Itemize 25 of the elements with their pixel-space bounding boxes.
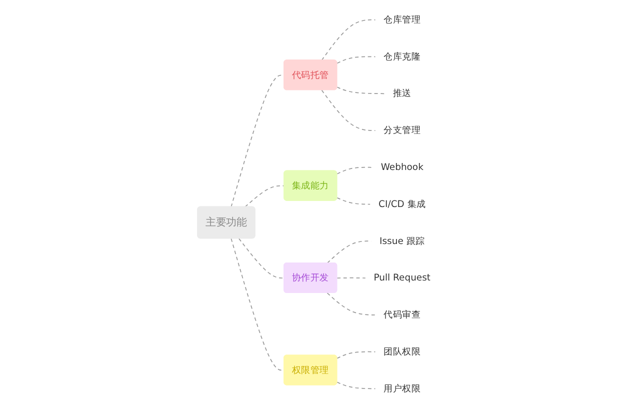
connector [336,277,366,278]
connector [336,86,386,94]
node-text: 仓库克隆 [384,50,421,62]
connector [336,56,376,64]
connector [321,90,376,131]
connector [244,185,285,208]
node-text: 团队权限 [384,346,421,357]
connector [326,292,376,316]
node-text: Pull Request [374,272,431,283]
connector [336,351,376,359]
node-text: 代码审查 [384,308,421,320]
node-text: 分支管理 [384,124,421,136]
node-text: 推送 [392,88,412,99]
node-text: Webhook [380,161,424,172]
connector [336,382,376,390]
connector [321,19,376,61]
node-text: 用户权限 [384,382,421,394]
node-text: Issue 跟踪 [380,235,425,246]
connector [336,197,372,205]
node-text: 仓库管理 [384,14,421,25]
node-text: CI/CD 集成 [378,198,426,210]
connector [230,74,285,208]
connector [336,166,374,174]
connector [238,238,285,278]
connector [230,238,285,371]
